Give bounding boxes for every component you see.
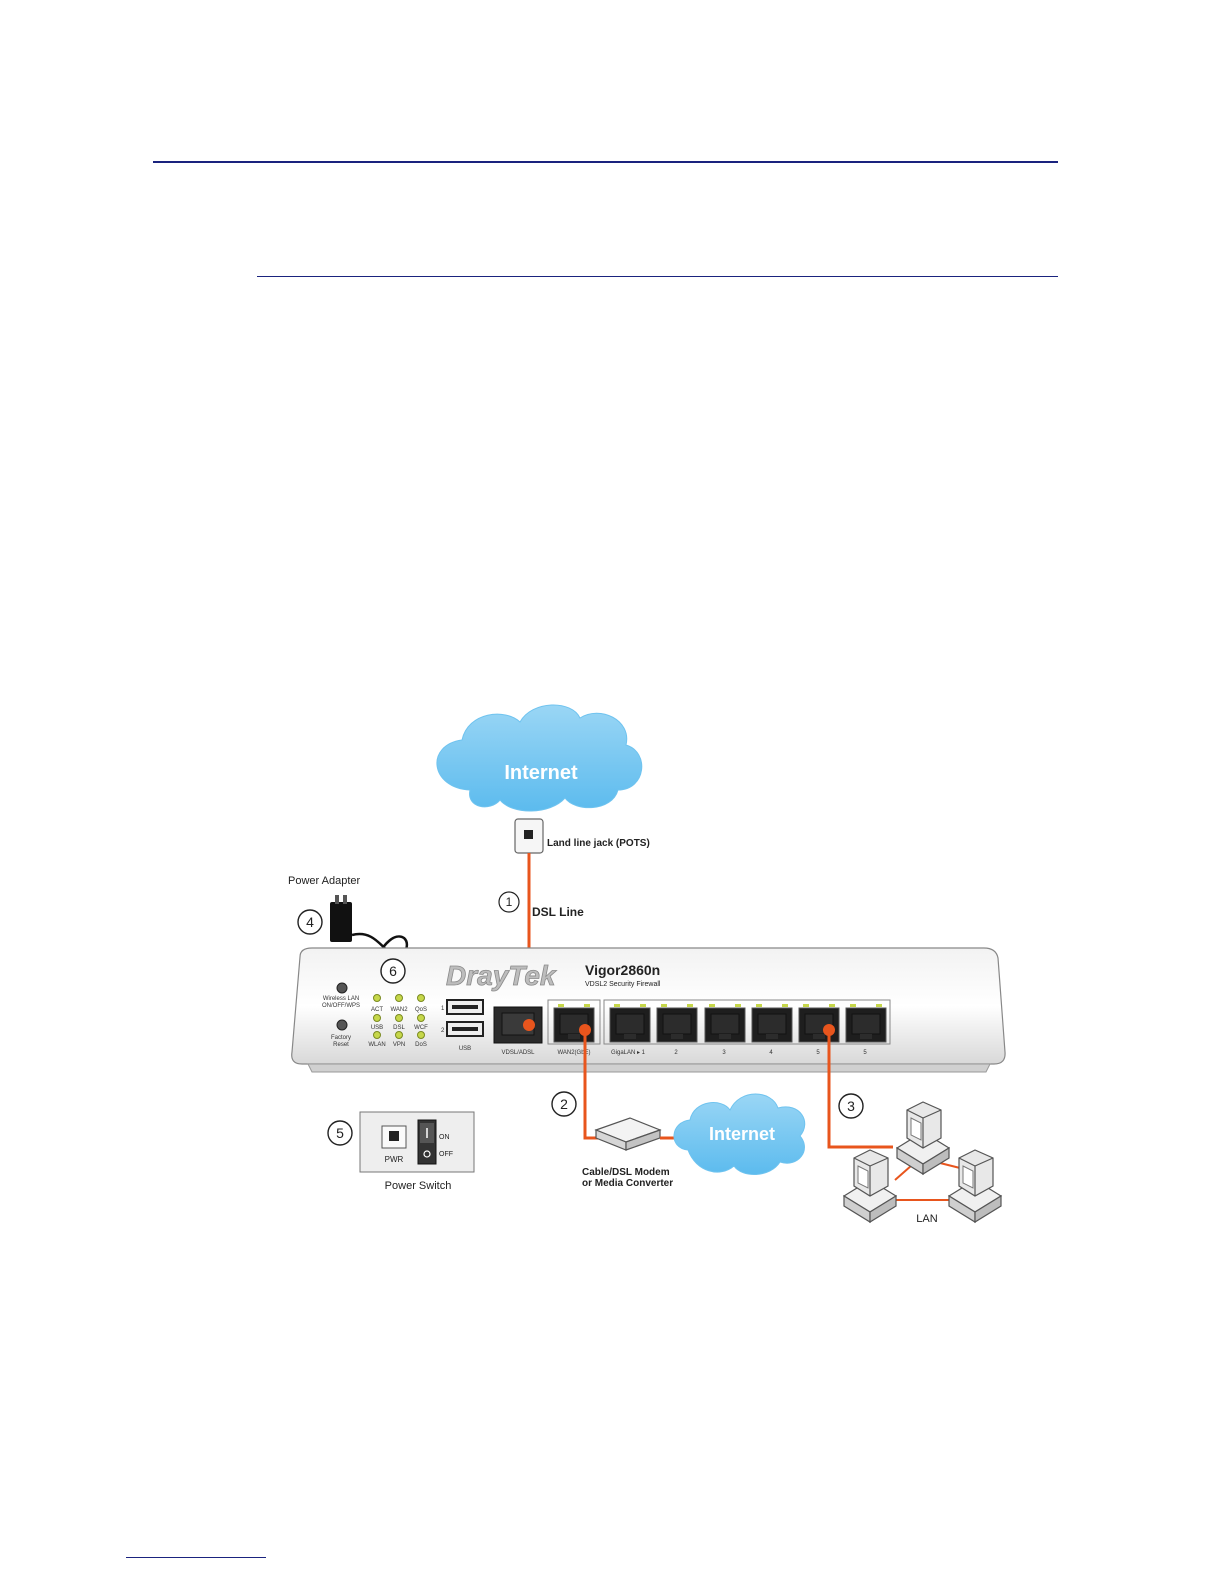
power-adapter-label: Power Adapter <box>288 875 360 887</box>
svg-text:2: 2 <box>560 1096 568 1112</box>
factory-reset-label-2: Reset <box>333 1042 349 1048</box>
lan-pc-right <box>948 1149 1002 1223</box>
lan-pc-top <box>896 1101 950 1175</box>
callout-4: 4 <box>297 909 323 935</box>
pwr-label: PWR <box>385 1155 404 1164</box>
lan2-label: 2 <box>674 1050 678 1056</box>
switch-on-label: ON <box>439 1134 450 1141</box>
lan-ports <box>603 999 891 1045</box>
svg-text:5: 5 <box>336 1125 344 1141</box>
header-rule-sub <box>257 276 1058 277</box>
header-rule-top <box>153 161 1058 163</box>
led-dos: DoS <box>415 1042 427 1048</box>
led-vpn: VPN <box>393 1042 405 1048</box>
led-usb: USB <box>371 1025 383 1031</box>
lan6-label: 5 <box>863 1050 867 1056</box>
led-dsl: DSL <box>393 1025 405 1031</box>
switch-off-label: OFF <box>439 1151 453 1158</box>
lan-cable <box>827 1030 893 1149</box>
land-line-jack-label: Land line jack (POTS) <box>547 838 650 849</box>
led-qos: QoS <box>415 1007 427 1013</box>
vdsl-plug-dot <box>523 1019 535 1031</box>
lan4-label: 4 <box>769 1050 773 1056</box>
usb-1-label: 1 <box>441 1006 445 1012</box>
wan2-port <box>547 999 601 1045</box>
usb-label: USB <box>459 1046 471 1052</box>
led-panel <box>373 994 425 1039</box>
callout-2: 2 <box>551 1091 577 1117</box>
factory-reset-label-1: Factory <box>331 1035 351 1041</box>
lan-pc-left <box>843 1149 897 1223</box>
led-wcf: WCF <box>414 1025 428 1031</box>
callout-5: 5 <box>327 1120 353 1146</box>
wlan-button-label-2: ON/OFF/WPS <box>322 1003 360 1009</box>
svg-text:1: 1 <box>506 895 513 909</box>
internet-cloud-top: Internet <box>436 704 643 812</box>
svg-text:4: 4 <box>306 914 314 930</box>
led-wlan: WLAN <box>368 1042 385 1048</box>
callout-3: 3 <box>838 1093 864 1119</box>
vdsl-label: VDSL/ADSL <box>501 1050 535 1056</box>
modem-device <box>594 1117 662 1151</box>
footer-rule <box>126 1557 266 1558</box>
wlan-button-label-1: Wireless LAN <box>323 996 359 1002</box>
lan1-label: GigaLAN ▸ 1 <box>611 1050 646 1056</box>
led-wan2: WAN2 <box>390 1007 408 1013</box>
svg-text:6: 6 <box>389 963 397 979</box>
internet-label-bottom: Internet <box>709 1124 775 1144</box>
callout-6: 6 <box>380 958 406 984</box>
model-subtitle: VDSL2 Security Firewall <box>585 981 661 988</box>
model-name: Vigor2860n <box>585 962 660 978</box>
svg-text:3: 3 <box>847 1098 855 1114</box>
lan-connector-dot <box>823 1024 835 1036</box>
modem-label-2: or Media Converter <box>582 1178 673 1189</box>
brand-logo: DrayTek <box>446 960 557 991</box>
factory-reset-button[interactable] <box>336 1019 348 1031</box>
dsl-line-label: DSL Line <box>532 905 584 919</box>
internet-cloud-bottom: Internet <box>673 1093 806 1175</box>
lan5-label: 5 <box>816 1050 820 1056</box>
led-act: ACT <box>371 1007 383 1013</box>
wan2-label: WAN2(GbE) <box>557 1050 590 1056</box>
power-switch-panel <box>359 1111 475 1173</box>
usb-2-label: 2 <box>441 1028 445 1034</box>
land-line-jack <box>514 818 544 854</box>
power-switch-label: Power Switch <box>385 1180 452 1192</box>
internet-label-top: Internet <box>504 762 578 784</box>
usb-ports <box>446 999 484 1037</box>
callout-1: 1 <box>498 891 520 913</box>
lan3-label: 3 <box>722 1050 726 1056</box>
wlan-button[interactable] <box>336 982 348 994</box>
wan2-cable <box>583 1030 600 1140</box>
wan2-connector-dot <box>579 1024 591 1036</box>
lan-label: LAN <box>916 1213 937 1225</box>
modem-label-1: Cable/DSL Modem <box>582 1167 670 1178</box>
